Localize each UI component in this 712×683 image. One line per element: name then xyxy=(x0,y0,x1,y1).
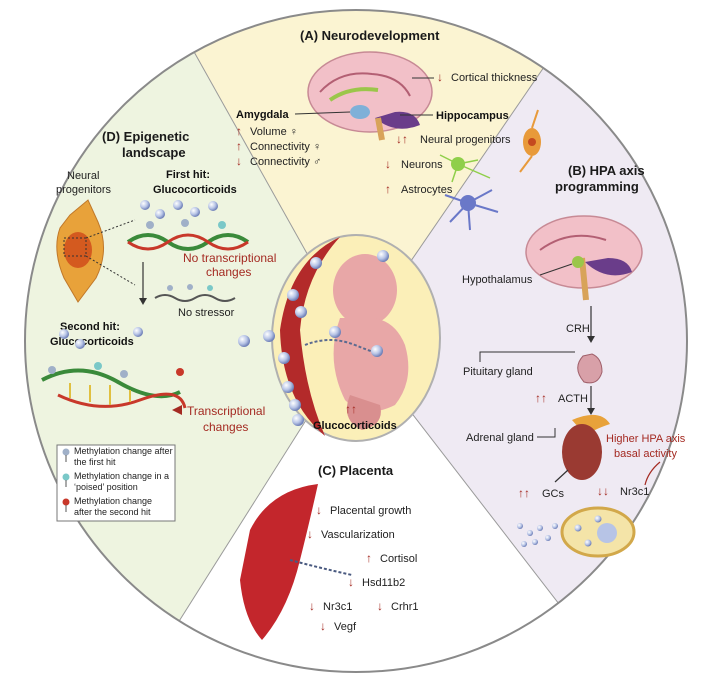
acth-arrows: ↑↑ xyxy=(535,391,547,405)
epi-title-line1: (D) Epigenetic xyxy=(102,129,189,144)
crh-label: CRH xyxy=(566,323,590,335)
neuron-cell-icon xyxy=(439,154,491,183)
second-hit-line1: Second hit: xyxy=(60,321,120,333)
pituitary-label: Pituitary gland xyxy=(463,366,533,378)
nr3c1-arrows: ↓↓ xyxy=(597,484,609,498)
hpa-panel: (B) HPA axis programming Hypothalamus CR… xyxy=(462,163,686,558)
center-glucocorticoids-label: Glucocorticoids xyxy=(313,420,397,432)
center-gc-arrows: ↑↑ xyxy=(345,402,357,416)
neural-progenitors-line2: progenitors xyxy=(56,184,112,196)
dna-strand-top xyxy=(126,219,250,251)
adrenal-label: Adrenal gland xyxy=(466,432,534,444)
progenitors-arrow: ↓↑ xyxy=(396,132,408,146)
adrenal-gland-icon xyxy=(562,414,610,480)
trans-line1: Transcriptional xyxy=(187,404,265,418)
dna-strand-middle xyxy=(154,284,236,302)
higher-hpa-line2: basal activity xyxy=(614,448,677,460)
hpa-title-line1: (B) HPA axis xyxy=(568,163,645,178)
hsd11b2-label: Hsd11b2 xyxy=(362,577,405,589)
no-stressor-label: No stressor xyxy=(178,307,235,319)
gcs-label: GCs xyxy=(542,488,565,500)
epi-title-line2: landscape xyxy=(122,145,186,160)
outer-circle xyxy=(24,9,688,673)
amygdala-item-volume: Volume ♀ xyxy=(250,126,298,138)
epigenetic-panel: (D) Epigenetic landscape Neural progenit… xyxy=(41,129,276,522)
hippocampus-label: Hippocampus xyxy=(436,110,509,122)
gc-particles-middle xyxy=(59,327,143,349)
hsd11b2-arrow: ↓ xyxy=(348,575,354,589)
vascularization-label: Vascularization xyxy=(321,529,395,541)
cortical-thickness-label: Cortical thickness xyxy=(451,72,538,84)
amygdala-label: Amygdala xyxy=(236,109,289,121)
no-trans-line2: changes xyxy=(206,265,251,279)
vegf-label: Vegf xyxy=(334,621,357,633)
legend-item-2-line1: Methylation change in a xyxy=(74,471,169,481)
amygdala-dir-1: ↑ xyxy=(236,124,242,138)
astrocytes-arrow: ↑ xyxy=(385,182,391,196)
second-hit-line2: Glucocorticoids xyxy=(50,336,134,348)
neural-progenitors-line1: Neural xyxy=(67,170,99,182)
progenitor-cell-icon xyxy=(519,109,541,173)
vascularization-arrow: ↓ xyxy=(307,527,313,541)
nr3c1-label-placenta: Nr3c1 xyxy=(323,601,352,613)
no-trans-line1: No transcriptional xyxy=(183,251,276,265)
astrocyte-cell-icon xyxy=(444,189,499,231)
amygdala-dir-2: ↑ xyxy=(236,139,242,153)
crhr1-arrow: ↓ xyxy=(377,599,383,613)
legend-item-3-line2: after the second hit xyxy=(74,507,151,517)
dna-strand-bottom xyxy=(41,362,187,409)
placenta-wall xyxy=(280,237,340,436)
pituitary-icon xyxy=(577,353,603,384)
neuro-sector xyxy=(165,10,590,341)
nr3c1-arrow-placenta: ↓ xyxy=(309,599,315,613)
vegf-arrow: ↓ xyxy=(320,619,326,633)
neural-progenitors-label: Neural progenitors xyxy=(420,134,511,146)
cortisol-label: Cortisol xyxy=(380,553,417,565)
progenitor-cell-large xyxy=(56,199,136,303)
hpa-sector xyxy=(356,10,687,672)
nr3c1-label-hpa: Nr3c1 xyxy=(620,486,649,498)
fetus-icon xyxy=(333,254,409,430)
placenta-title: (C) Placenta xyxy=(318,463,394,478)
legend-item-1-line1: Methylation change after xyxy=(74,446,173,456)
placenta-illustration xyxy=(240,484,353,640)
target-cell-icon xyxy=(560,506,636,558)
first-hit-line2: Glucocorticoids xyxy=(153,184,237,196)
neurodevelopment-panel: (A) Neurodevelopment ↓ Cortical thicknes… xyxy=(236,28,541,231)
first-hit-line1: First hit: xyxy=(166,169,210,181)
higher-hpa-line1: Higher HPA axis xyxy=(606,433,686,445)
legend-item-2-line2: ‘poised’ position xyxy=(74,482,138,492)
gc-particles xyxy=(517,523,558,547)
placenta-panel: (C) Placenta ↓ Placental growth ↓ Vascul… xyxy=(240,463,419,640)
astrocytes-label: Astrocytes xyxy=(401,184,453,196)
cortisol-arrow: ↑ xyxy=(366,551,372,565)
hypothalamus-label: Hypothalamus xyxy=(462,274,533,286)
legend-item-3-line1: Methylation change xyxy=(74,496,152,506)
acth-label: ACTH xyxy=(558,393,588,405)
placental-growth-arrow: ↓ xyxy=(316,503,322,517)
hpa-title-line2: programming xyxy=(555,179,639,194)
methylation-legend: Methylation change after the first hit M… xyxy=(56,444,176,522)
neurons-arrow: ↓ xyxy=(385,157,391,171)
trans-line2: changes xyxy=(203,420,248,434)
center-fetus: ↑↑ Glucocorticoids xyxy=(238,234,441,442)
gc-particles-center xyxy=(238,250,389,426)
amygdala-dir-3: ↓ xyxy=(236,154,242,168)
legend-item-1-line2: the first hit xyxy=(74,457,116,467)
crhr1-label: Crhr1 xyxy=(391,601,419,613)
gc-particles-top xyxy=(140,200,218,219)
neuro-title: (A) Neurodevelopment xyxy=(300,28,440,43)
amygdala-item-connectivity-f: Connectivity ♀ xyxy=(250,141,321,153)
cortical-arrow: ↓ xyxy=(437,70,443,84)
amygdala-item-connectivity-m: Connectivity ♂ xyxy=(250,156,321,168)
gcs-arrows: ↑↑ xyxy=(518,486,530,500)
neurons-label: Neurons xyxy=(401,159,443,171)
placental-growth-label: Placental growth xyxy=(330,505,411,517)
